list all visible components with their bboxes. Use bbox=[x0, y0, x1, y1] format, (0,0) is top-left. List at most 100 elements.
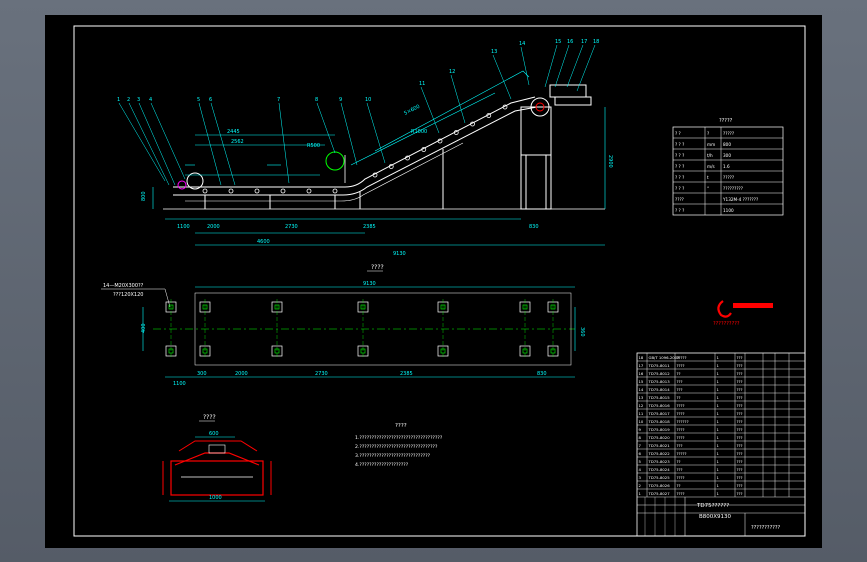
logo-bar bbox=[733, 303, 773, 308]
balloon-15: 15 bbox=[555, 39, 561, 45]
company-logo: ?????????? bbox=[713, 300, 773, 327]
return-belt bbox=[185, 142, 464, 202]
bom-cell: 1 bbox=[717, 395, 720, 400]
bom-cell: 1 bbox=[639, 491, 642, 496]
dim-top-2562: 2562 bbox=[231, 139, 244, 145]
anchor-blocks bbox=[165, 299, 559, 359]
spec-cell: ? ? ? bbox=[675, 164, 684, 169]
section-dim-600: 600 bbox=[209, 431, 219, 437]
reducer bbox=[554, 96, 592, 106]
leader-line bbox=[128, 102, 170, 186]
plan-dim-2385: 2385 bbox=[400, 371, 413, 377]
belt-upper bbox=[173, 96, 536, 188]
bom-cell: ??? bbox=[677, 387, 683, 392]
bom-cell: ???? bbox=[677, 403, 685, 408]
bom-cell: ?? bbox=[677, 459, 681, 464]
spec-cell: 1.6 bbox=[723, 164, 730, 169]
bom-cell: TD75-8011 bbox=[648, 363, 671, 368]
bom-cell: ???? bbox=[677, 435, 685, 440]
bom-cell: 5 bbox=[639, 459, 642, 464]
dim-800: 800 bbox=[141, 191, 147, 201]
dim-2000: 2000 bbox=[207, 224, 220, 230]
idler-roller bbox=[437, 138, 443, 144]
bom-cell: ??? bbox=[737, 427, 743, 432]
spec-cell: 800 bbox=[723, 142, 731, 147]
bom-cell: TD75-8013 bbox=[648, 379, 671, 384]
spec-cell: 1100 bbox=[723, 208, 734, 213]
leader-line bbox=[554, 44, 570, 88]
bolt-note-1: 14—M20X300?? bbox=[103, 283, 144, 289]
bom-cell: 1 bbox=[717, 467, 720, 472]
bom-cell: ??? bbox=[737, 475, 743, 480]
balloon-17: 17 bbox=[581, 39, 587, 45]
title-block-company: ??????????? bbox=[751, 525, 781, 531]
bom-cell: ??? bbox=[737, 395, 743, 400]
idler-roller bbox=[306, 188, 312, 194]
bom-cell: TD75-8020 bbox=[648, 435, 671, 440]
spec-cell: ? ? ? bbox=[675, 186, 684, 191]
bom-cell: 4 bbox=[639, 467, 642, 472]
idler-roller bbox=[502, 104, 508, 110]
logo-text: ?????????? bbox=[713, 321, 740, 327]
spec-cell: ? ? bbox=[675, 131, 681, 136]
tail-pulley bbox=[186, 172, 204, 190]
dim-r500: R500 bbox=[307, 143, 320, 149]
bom-cell: 6 bbox=[639, 451, 642, 456]
section-frame bbox=[170, 460, 264, 496]
balloon-7: 7 bbox=[277, 97, 280, 103]
balloon-9: 9 bbox=[339, 97, 342, 103]
bom-cell: ??? bbox=[737, 491, 743, 496]
leader-line bbox=[576, 44, 596, 92]
leader-line bbox=[150, 102, 186, 180]
idler-roller bbox=[405, 155, 410, 161]
bom-cell: 16 bbox=[639, 371, 644, 376]
bom-cell: TD75-8014 bbox=[648, 387, 671, 392]
head-pulley-hub bbox=[535, 102, 545, 112]
bom-cell: ???? bbox=[677, 363, 685, 368]
drive-motor bbox=[549, 84, 587, 98]
leader-line bbox=[340, 102, 358, 166]
section-dim-1000: 1000 bbox=[209, 495, 222, 501]
bom-cell: 9 bbox=[639, 427, 642, 432]
bom-cell: ??? bbox=[737, 355, 743, 360]
idler-roller bbox=[280, 188, 286, 194]
spec-cell: t/h bbox=[707, 153, 713, 158]
plan-dim-2000: 2000 bbox=[235, 371, 248, 377]
spec-cell: mm bbox=[707, 142, 715, 147]
leader-line bbox=[544, 44, 558, 88]
elevation-view: 1 2 3 4 5 6 7 8 9 10 11 12 13 14 15 16 1… bbox=[117, 39, 613, 257]
plan-dim-right: 360 bbox=[579, 327, 585, 337]
bom-cell: TD75-8015 bbox=[648, 395, 671, 400]
bom-cell: ??? bbox=[737, 363, 743, 368]
bom-cell: 1 bbox=[717, 355, 720, 360]
bom-cell: ??? bbox=[677, 443, 683, 448]
bom-cell: 17 bbox=[639, 363, 644, 368]
section-title: ???? bbox=[203, 414, 216, 421]
bom-cell: TD75-8018 bbox=[648, 419, 671, 424]
bom-cell: ???? bbox=[677, 491, 685, 496]
spec-cell: ? ? ? bbox=[675, 175, 684, 180]
bom-cell: 18 bbox=[639, 355, 644, 360]
balloon-12: 12 bbox=[449, 69, 455, 75]
bom-cell: 1 bbox=[717, 427, 720, 432]
leader-line bbox=[198, 102, 222, 186]
plan-outline bbox=[194, 292, 572, 366]
bom-cell: ??? bbox=[737, 435, 743, 440]
leader-line bbox=[450, 74, 466, 124]
bom-cell: ??? bbox=[677, 379, 683, 384]
idler-trough bbox=[174, 452, 260, 466]
bom-cell: ??? bbox=[737, 403, 743, 408]
plan-dim-left: 400 bbox=[141, 323, 147, 333]
bom-cell: TD75-8023 bbox=[648, 459, 671, 464]
tail-pulley-detail bbox=[177, 180, 187, 190]
bend-pulley bbox=[325, 151, 345, 171]
dim-2385: 2385 bbox=[363, 224, 376, 230]
bom-cell: 10 bbox=[639, 419, 644, 424]
bom-cell: 11 bbox=[639, 411, 644, 416]
idler-roller bbox=[388, 164, 394, 169]
bom-cell: 14 bbox=[639, 387, 644, 392]
bom-cell: 1 bbox=[717, 491, 720, 496]
plan-dim-300: 300 bbox=[197, 371, 207, 377]
